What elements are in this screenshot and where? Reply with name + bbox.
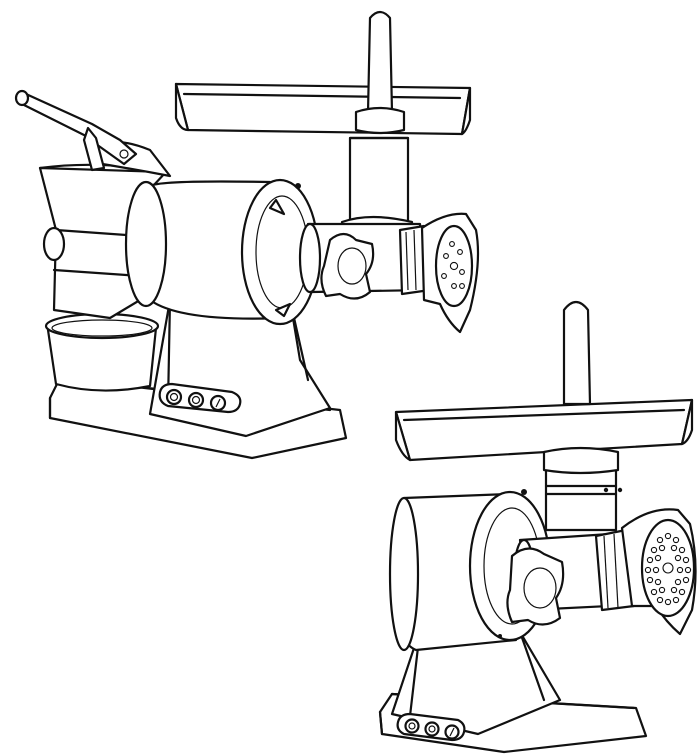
machine-a-control-panel bbox=[158, 382, 242, 414]
reverse-icon[interactable] bbox=[165, 388, 183, 406]
meat-tray bbox=[394, 300, 694, 475]
reverse-icon[interactable] bbox=[404, 718, 420, 734]
machine-a-motor bbox=[124, 178, 320, 326]
meat-tray bbox=[174, 10, 472, 136]
machine-b-control-panel bbox=[396, 712, 466, 742]
start-icon[interactable] bbox=[209, 394, 227, 412]
mincer-head bbox=[506, 508, 697, 636]
machine-a bbox=[14, 10, 480, 460]
perforated-plate bbox=[441, 241, 465, 289]
machine-a-bowl bbox=[44, 312, 160, 392]
stop-icon[interactable] bbox=[424, 721, 440, 737]
machine-b bbox=[378, 300, 697, 754]
perforated-plate bbox=[644, 532, 692, 606]
machine-a-neck bbox=[340, 136, 414, 236]
machine-b-neck bbox=[544, 456, 623, 532]
machine-a-pedestal bbox=[148, 298, 332, 438]
mincer-head bbox=[298, 212, 480, 334]
stop-icon[interactable] bbox=[187, 391, 205, 409]
start-icon[interactable] bbox=[444, 724, 460, 740]
